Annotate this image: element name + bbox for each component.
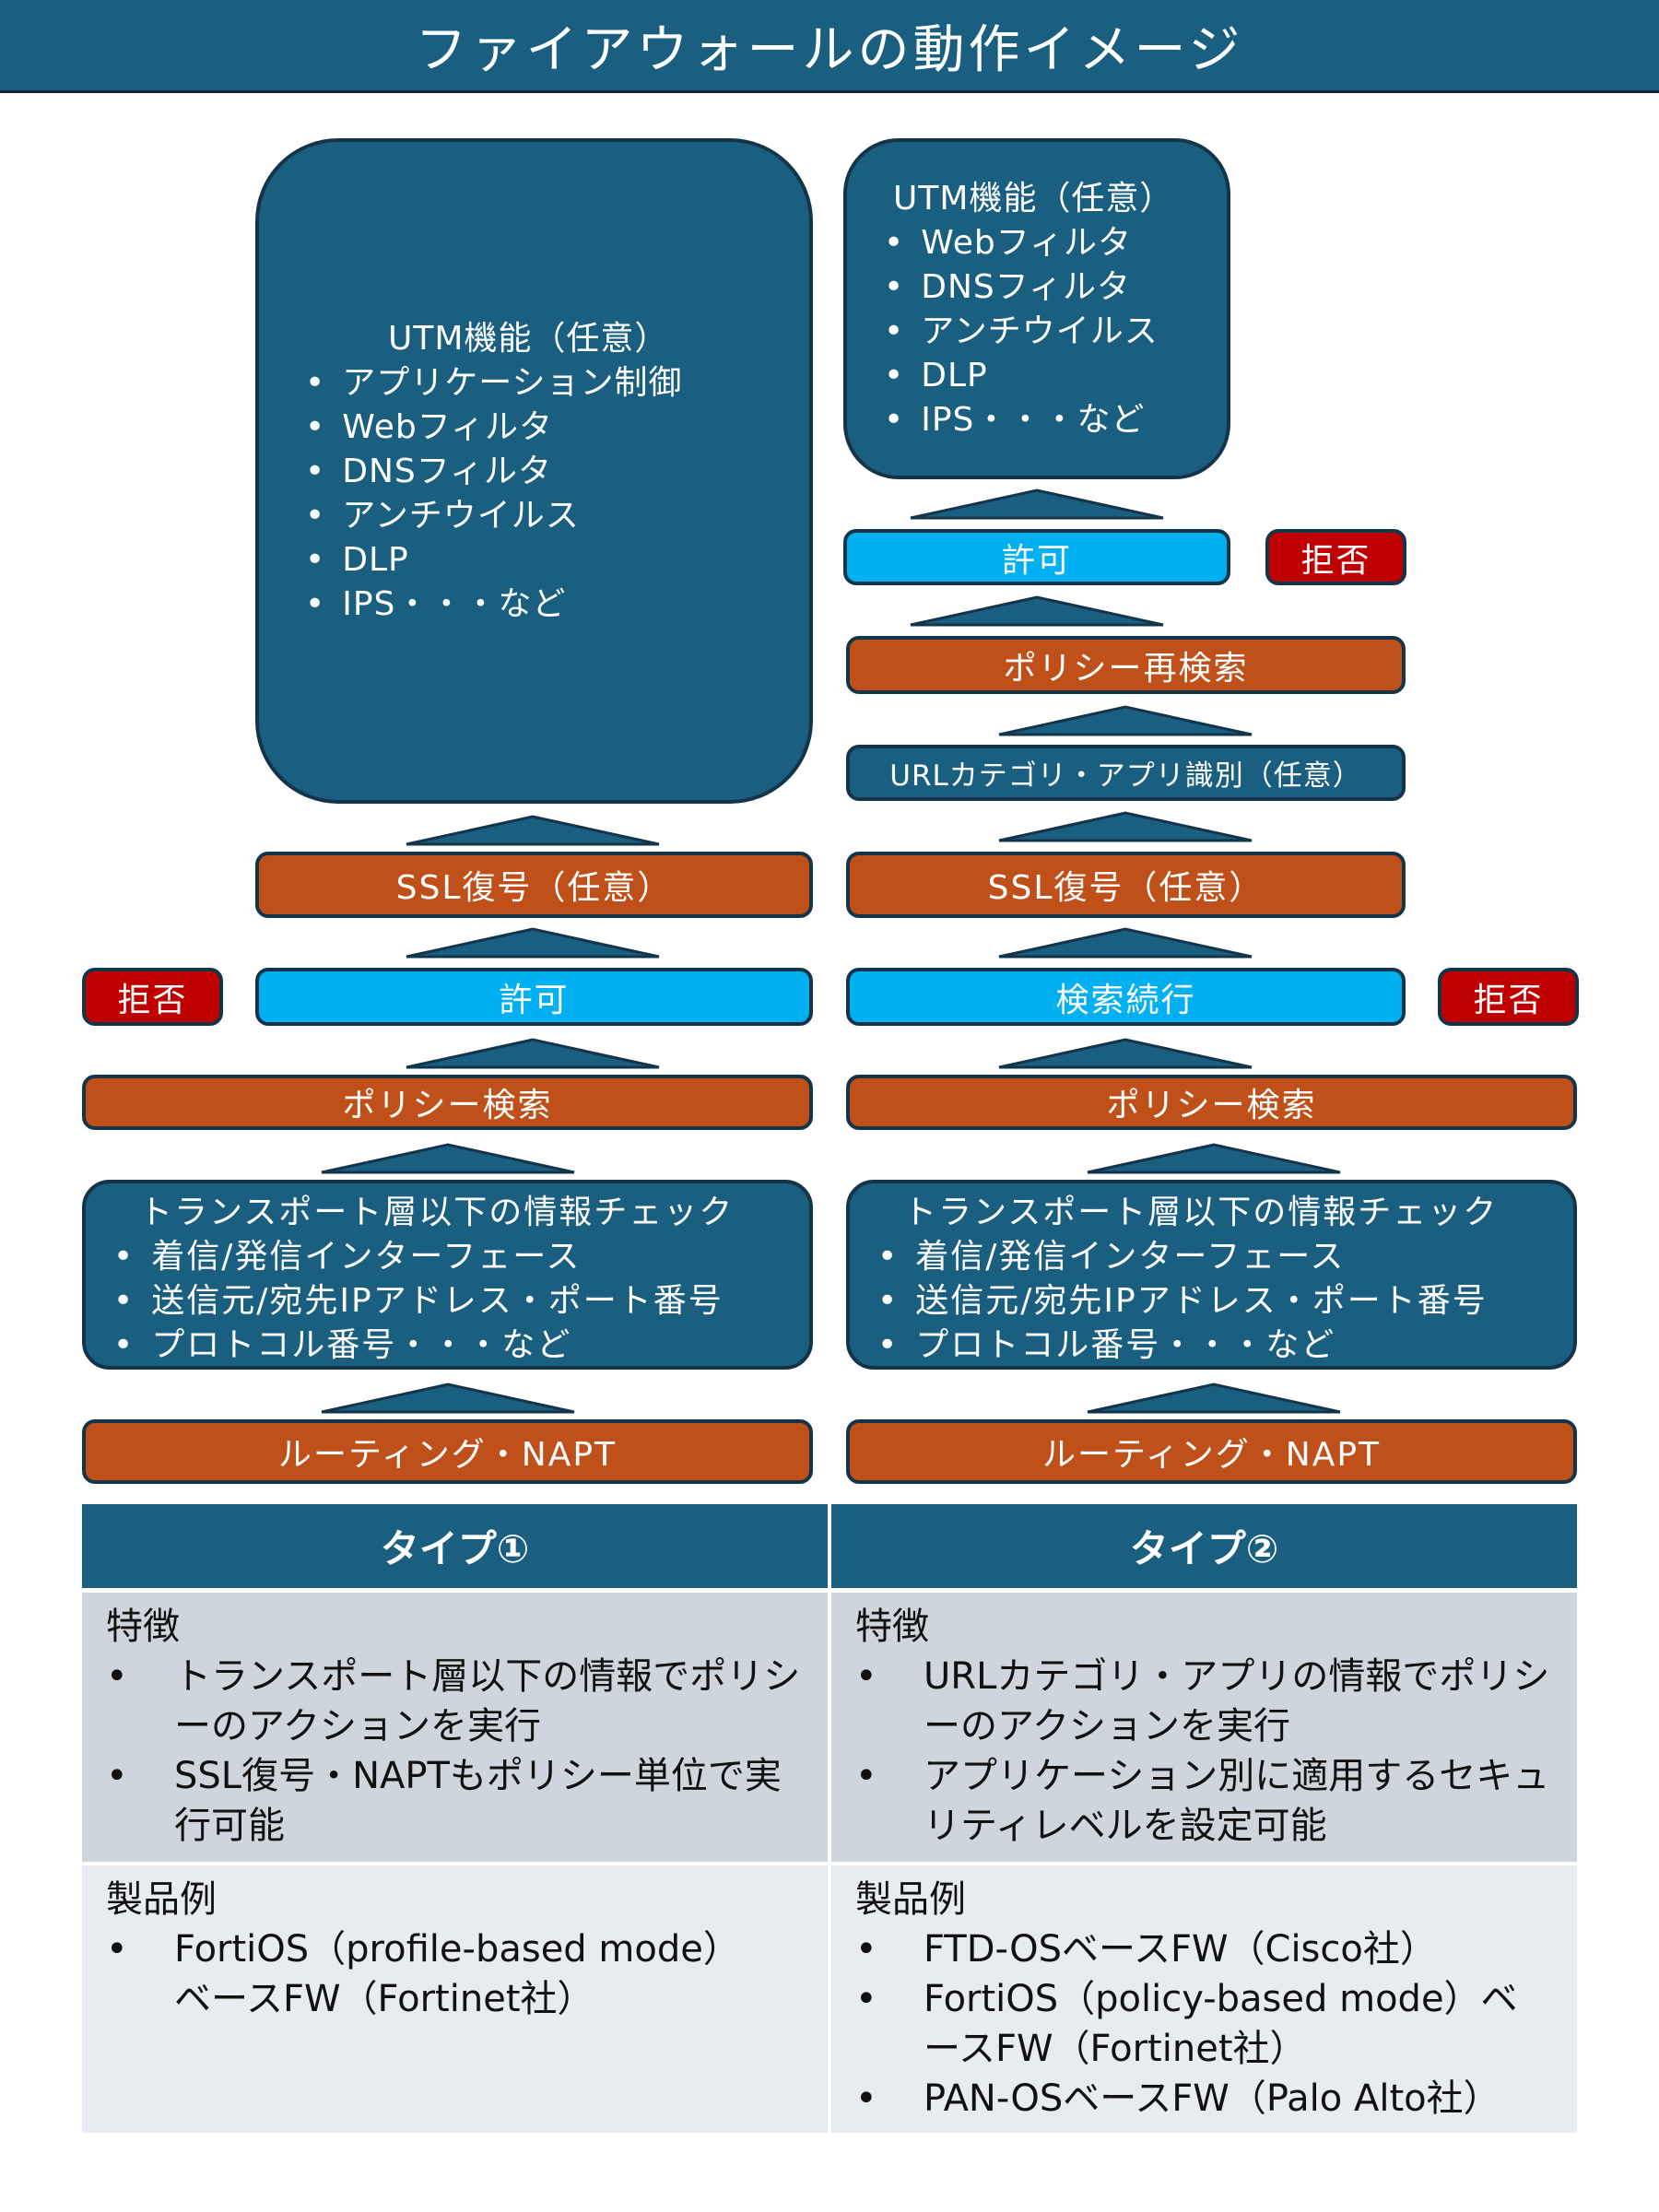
transport-item: 送信元/宛先IPアドレス・ポート番号 bbox=[113, 1279, 809, 1324]
flow-arrow-icon bbox=[998, 811, 1253, 842]
policy-lookup-step-type2: ポリシー検索 bbox=[846, 1075, 1577, 1130]
utm-box-type2: UTM機能（任意） Webフィルタ DNSフィルタ アンチウイルス DLP IP… bbox=[843, 138, 1230, 479]
product-item: FortiOS（policy-based mode）ベースFW（Fortinet… bbox=[855, 1974, 1522, 2074]
diagram-title: ファイアウォールの動作イメージ bbox=[0, 0, 1659, 93]
flow-arrow-icon bbox=[998, 927, 1253, 959]
utm-item: アプリケーション制御 bbox=[305, 361, 809, 406]
features-label: 特徴 bbox=[106, 1606, 180, 1648]
flow-arrow-icon bbox=[1087, 1382, 1341, 1414]
utm-item: アンチウイルス bbox=[884, 310, 1227, 354]
utm-item: DNSフィルタ bbox=[884, 265, 1227, 310]
products-label: 製品例 bbox=[106, 1878, 217, 1921]
allow-step-type2: 許可 bbox=[843, 529, 1230, 585]
transport-item: プロトコル番号・・・など bbox=[113, 1324, 809, 1368]
utm-title: UTM機能（任意） bbox=[893, 180, 1174, 218]
feature-item: アプリケーション別に適用するセキュリティレベルを設定可能 bbox=[855, 1751, 1559, 1851]
utm-item: アンチウイルス bbox=[305, 494, 809, 538]
products-cell-type2: 製品例 FTD-OSベースFW（Cisco社） FortiOS（policy-b… bbox=[831, 1865, 1577, 2133]
flow-arrow-icon bbox=[406, 927, 660, 959]
transport-check-box-type2: トランスポート層以下の情報チェック 着信/発信インターフェース 送信元/宛先IP… bbox=[846, 1180, 1577, 1370]
flow-arrow-icon bbox=[910, 595, 1164, 627]
feature-item: トランスポート層以下の情報でポリシーのアクションを実行 bbox=[106, 1652, 809, 1751]
transport-item: 着信/発信インターフェース bbox=[113, 1235, 809, 1279]
flow-arrow-icon bbox=[1087, 1143, 1341, 1174]
utm-item: Webフィルタ bbox=[305, 406, 809, 450]
features-cell-type1: 特徴 トランスポート層以下の情報でポリシーのアクションを実行 SSL復号・NAP… bbox=[82, 1593, 828, 1862]
allow-step-type1: 許可 bbox=[255, 968, 813, 1026]
products-cell-type1: 製品例 FortiOS（profile-based mode）ベースFW（For… bbox=[82, 1865, 828, 2133]
transport-item: 送信元/宛先IPアドレス・ポート番号 bbox=[877, 1279, 1573, 1324]
utm-item: DNSフィルタ bbox=[305, 450, 809, 494]
flow-arrow-icon bbox=[910, 488, 1164, 520]
deny-step-type2: 拒否 bbox=[1438, 968, 1579, 1026]
policy-recheck-step-type2: ポリシー再検索 bbox=[846, 636, 1406, 694]
ssl-decrypt-step-type1: SSL復号（任意） bbox=[255, 852, 813, 918]
utm-item: Webフィルタ bbox=[884, 221, 1227, 265]
utm-item: IPS・・・など bbox=[305, 582, 809, 627]
utm-title: UTM機能（任意） bbox=[388, 320, 669, 358]
product-item: PAN-OSベースFW（Palo Alto社） bbox=[855, 2074, 1522, 2124]
feature-item: URLカテゴリ・アプリの情報でポリシーのアクションを実行 bbox=[855, 1652, 1559, 1751]
flow-arrow-icon bbox=[406, 1038, 660, 1069]
utm-item: DLP bbox=[305, 538, 809, 582]
flow-arrow-icon bbox=[406, 815, 660, 846]
transport-check-box-type1: トランスポート層以下の情報チェック 着信/発信インターフェース 送信元/宛先IP… bbox=[82, 1180, 813, 1370]
feature-item: SSL復号・NAPTもポリシー単位で実行可能 bbox=[106, 1751, 809, 1851]
utm-item: DLP bbox=[884, 354, 1227, 398]
utm-box-type1: UTM機能（任意） アプリケーション制御 Webフィルタ DNSフィルタ アンチ… bbox=[255, 138, 813, 804]
flow-arrow-icon bbox=[321, 1382, 575, 1414]
product-item: FTD-OSベースFW（Cisco社） bbox=[855, 1924, 1522, 1974]
table-header-type2: タイプ② bbox=[831, 1504, 1577, 1588]
ssl-decrypt-step-type2: SSL復号（任意） bbox=[846, 852, 1406, 918]
policy-lookup-step-type1: ポリシー検索 bbox=[82, 1075, 813, 1130]
table-header-type1: タイプ① bbox=[82, 1504, 828, 1588]
flow-arrow-icon bbox=[998, 1038, 1253, 1069]
flow-arrow-icon bbox=[998, 705, 1253, 736]
transport-item: プロトコル番号・・・など bbox=[877, 1324, 1573, 1368]
products-label: 製品例 bbox=[855, 1878, 966, 1921]
routing-step-type1: ルーティング・NAPT bbox=[82, 1419, 813, 1484]
deny-step-type1: 拒否 bbox=[82, 968, 223, 1026]
features-label: 特徴 bbox=[855, 1606, 929, 1648]
deny-top-step-type2: 拒否 bbox=[1265, 529, 1406, 585]
product-item: FortiOS（profile-based mode）ベースFW（Fortine… bbox=[106, 1924, 772, 2024]
features-cell-type2: 特徴 URLカテゴリ・アプリの情報でポリシーのアクションを実行 アプリケーション… bbox=[831, 1593, 1577, 1862]
continue-lookup-step-type2: 検索続行 bbox=[846, 968, 1406, 1026]
utm-item: IPS・・・など bbox=[884, 398, 1227, 442]
url-app-identify-step-type2: URLカテゴリ・アプリ識別（任意） bbox=[846, 745, 1406, 801]
transport-title: トランスポート層以下の情報チェック bbox=[903, 1194, 1499, 1231]
routing-step-type2: ルーティング・NAPT bbox=[846, 1419, 1577, 1484]
transport-title: トランスポート層以下の情報チェック bbox=[139, 1194, 735, 1231]
transport-item: 着信/発信インターフェース bbox=[877, 1235, 1573, 1279]
flow-arrow-icon bbox=[321, 1143, 575, 1174]
